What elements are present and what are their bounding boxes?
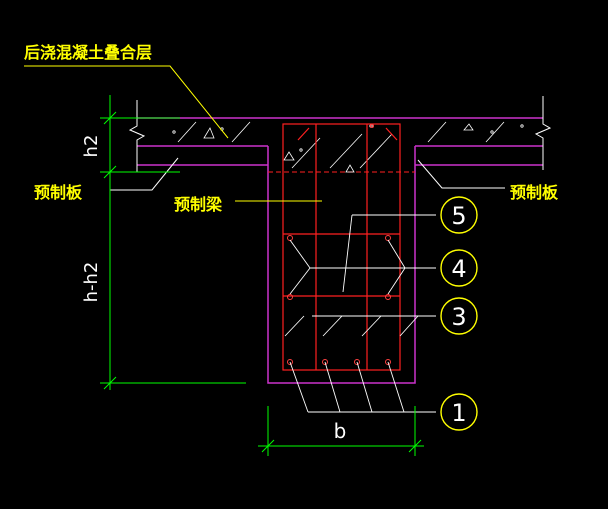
dim-h2-text: h2 xyxy=(81,135,102,158)
rebar-bars xyxy=(287,124,391,365)
callout-5-number: 5 xyxy=(451,202,466,230)
dim-b-text: b xyxy=(334,419,347,443)
waist-bar-lower-left xyxy=(287,294,293,300)
precast-slab-left-label: 预制板 xyxy=(34,183,83,202)
concrete-outline xyxy=(137,117,543,384)
stirrup-outer xyxy=(282,123,401,371)
precast-slab-right-label: 预制板 xyxy=(510,183,559,202)
top-bar xyxy=(370,124,374,128)
callout-4: 4 xyxy=(440,249,478,287)
break-lines xyxy=(128,96,552,172)
waist-bar-upper-left xyxy=(287,235,293,241)
bottom-bar-4 xyxy=(385,359,391,365)
bottom-bar-1 xyxy=(287,359,293,365)
dim-h-minus-h2-text: h-h2 xyxy=(81,262,102,303)
callout-3-number: 3 xyxy=(451,303,466,331)
right-slab-leader xyxy=(417,159,505,189)
dimension-lines xyxy=(100,95,424,456)
rebar-cage xyxy=(282,123,401,371)
left-slab-leader xyxy=(110,157,179,191)
bottom-bar-3 xyxy=(354,359,360,365)
bottom-bar-2 xyxy=(322,359,328,365)
callout-4-number: 4 xyxy=(451,255,466,283)
callout-1-number: 1 xyxy=(451,399,466,427)
left-break-line xyxy=(128,100,146,172)
beam-outline xyxy=(267,146,416,384)
topping-leader xyxy=(24,65,229,139)
waist-bar-upper-right xyxy=(385,235,391,241)
precast-beam-label: 预制梁 xyxy=(174,195,223,214)
section-leader-marks xyxy=(284,214,436,413)
callout-5: 5 xyxy=(440,196,478,234)
right-break-line xyxy=(534,96,552,170)
label-leaders xyxy=(24,65,505,202)
callout-3: 3 xyxy=(440,297,478,335)
callout-1: 1 xyxy=(440,393,478,431)
topping-layer-label: 后浇混凝土叠合层 xyxy=(24,43,152,62)
waist-bar-lower-right xyxy=(385,294,391,300)
